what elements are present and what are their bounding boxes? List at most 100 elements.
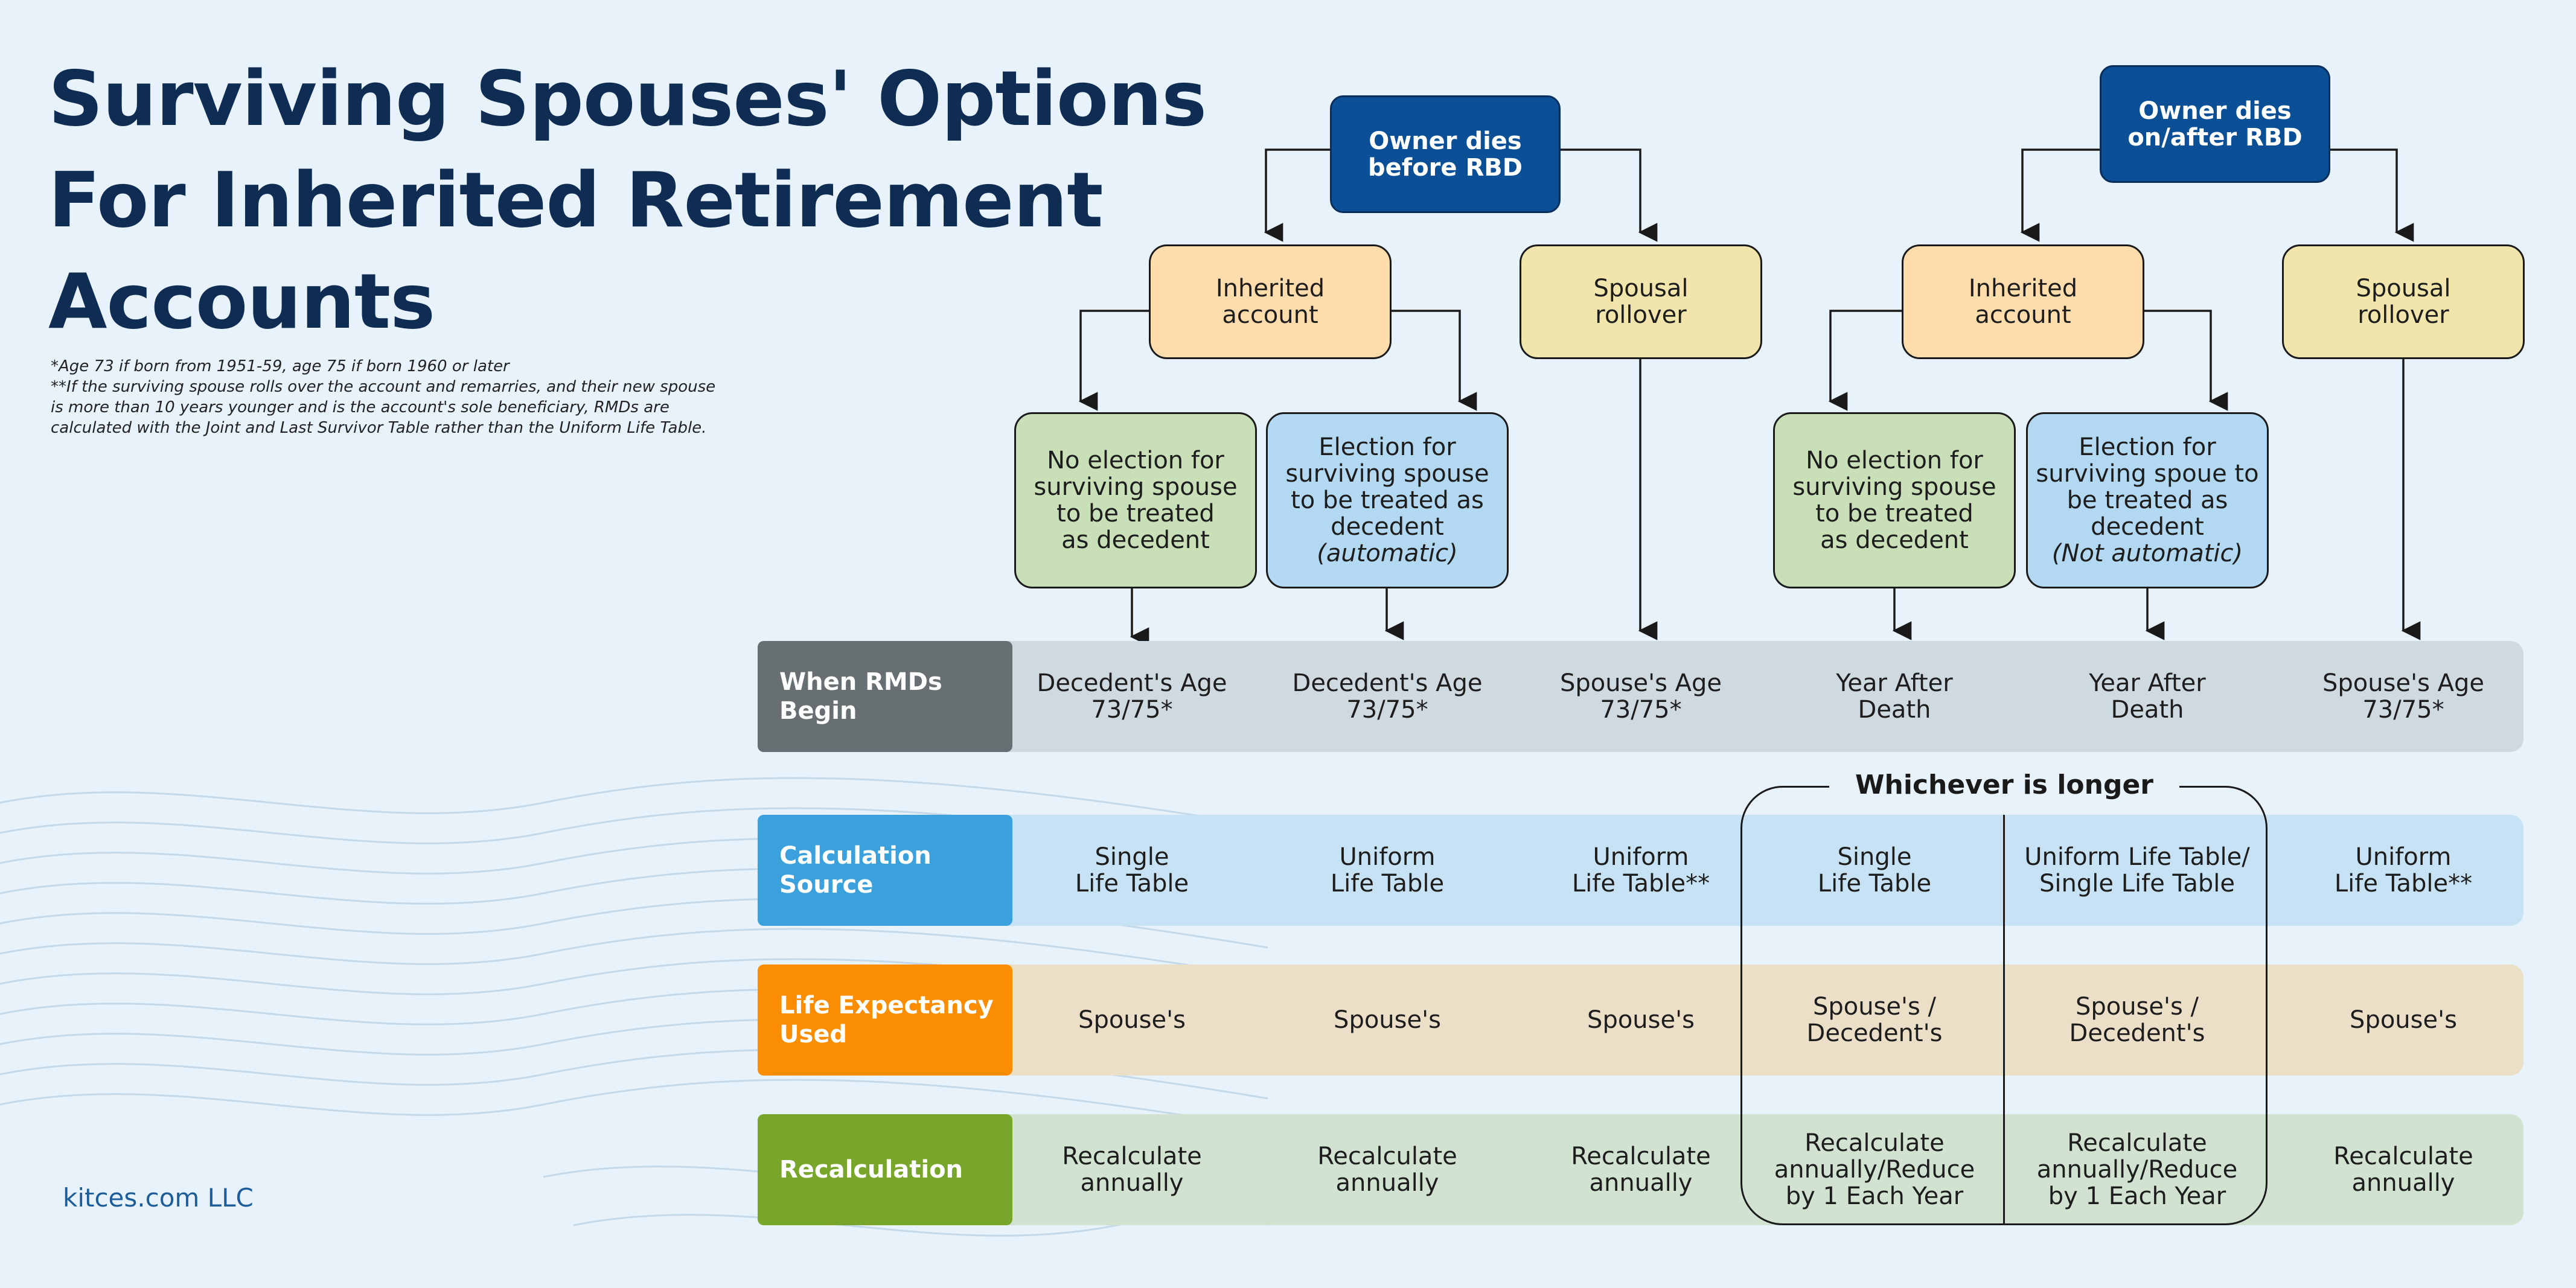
inherited-account-after-node: Inherited account [1902, 244, 2144, 359]
cell-line: Life Table** [1571, 870, 1710, 897]
row-label-line: Recalculation [779, 1156, 964, 1184]
row-label-line: Calculation [779, 842, 932, 870]
cell-line: by 1 Each Year [1785, 1182, 1964, 1210]
row-life-expectancy-used [758, 964, 2523, 1076]
cell-line: Spouse's Age [2322, 669, 2484, 697]
cell-calc-3: Uniform Life Table** [1520, 815, 1762, 926]
row-label-line: Life Expectancy [779, 992, 994, 1019]
cell-line: 73/75* [2362, 696, 2444, 724]
node-line: to be treated [1056, 500, 1215, 528]
node-line: as decedent [1061, 526, 1210, 554]
whichever-divider [2003, 815, 2005, 1225]
cell-line: Uniform [1593, 843, 1689, 871]
footnotes: *Age 73 if born from 1951-59, age 75 if … [51, 356, 823, 438]
cell-life-1: Spouse's [1014, 964, 1250, 1076]
cell-line: annually/Reduce [2036, 1156, 2238, 1184]
page-title: Surviving Spouses' Options For Inherited… [48, 48, 1207, 352]
cell-line: annually [1335, 1169, 1439, 1197]
owner-dies-after-rbd-node: Owner dies on/after RBD [2100, 65, 2330, 183]
node-line: surviving spouse [1034, 473, 1238, 501]
cell-life-2: Spouse's [1266, 964, 1509, 1076]
cell-when-5: Year After Death [2026, 641, 2269, 752]
node-line: surviving spoue to [2036, 460, 2259, 488]
row-label-recalculation: Recalculation [758, 1114, 1012, 1225]
cell-line: Recalculate [2333, 1143, 2473, 1170]
cell-line: annually [1080, 1169, 1184, 1197]
node-line: Owner dies [1369, 127, 1522, 155]
cell-line: Spouse's Age [1560, 669, 1722, 697]
cell-life-5: Spouse's / Decedent's [2007, 964, 2267, 1076]
node-line: decedent [2091, 513, 2204, 541]
cell-line: annually [2351, 1169, 2455, 1197]
cell-line: Single [1837, 843, 1912, 871]
node-line: Election for [1318, 433, 1456, 461]
cell-calc-1: Single Life Table [1014, 815, 1250, 926]
footnote-2: **If the surviving spouse rolls over the… [51, 378, 716, 396]
title-line-1: Surviving Spouses' Options [48, 54, 1207, 143]
node-line: surviving spouse [1285, 460, 1489, 488]
cell-line: Decedent's Age [1292, 669, 1483, 697]
row-when-rmds-begin [758, 641, 2523, 752]
cell-life-4: Spouse's / Decedent's [1751, 964, 1998, 1076]
whichever-longer-label: Whichever is longer [1829, 767, 2179, 804]
node-line: on/after RBD [2127, 123, 2303, 151]
cell-line: Life Table** [2334, 870, 2473, 897]
node-line: account [1975, 301, 2071, 329]
cell-line: Recalculate [1571, 1143, 1711, 1170]
node-line: (Not automatic) [2051, 540, 2243, 567]
cell-line: Spouse's [1078, 1006, 1186, 1034]
cell-line: Single [1095, 843, 1169, 871]
cell-calc-2: Uniform Life Table [1266, 815, 1509, 926]
cell-line: Decedent's [2069, 1019, 2205, 1047]
no-election-after-node: No election for surviving spouse to be t… [1773, 412, 2016, 588]
cell-line: Year After [1836, 669, 1953, 697]
cell-line: Life Table [1817, 870, 1932, 897]
cell-line: Uniform [2355, 843, 2452, 871]
cell-line: Life Table [1330, 870, 1445, 897]
cell-line: Death [1858, 696, 1931, 724]
row-label-calculation-source: Calculation Source [758, 815, 1012, 926]
cell-line: Uniform [1339, 843, 1436, 871]
cell-line: Spouse's [1587, 1006, 1695, 1034]
row-label-line: Used [779, 1021, 848, 1048]
spousal-rollover-before-node: Spousal rollover [1520, 244, 1762, 359]
cell-line: Spouse's [2350, 1006, 2457, 1034]
node-line: be treated as [2066, 486, 2228, 514]
cell-when-4: Year After Death [1773, 641, 2016, 752]
node-line: decedent [1331, 513, 1444, 541]
cell-line: Death [2111, 696, 2184, 724]
election-after-node: Election for surviving spoue to be treat… [2026, 412, 2269, 588]
row-label-when-rmds-begin: When RMDs Begin [758, 641, 1012, 752]
cell-line: Uniform Life Table/ [2024, 843, 2250, 871]
cell-line: Decedent's [1806, 1019, 1943, 1047]
cell-line: Recalculate [1062, 1143, 1202, 1170]
node-line: rollover [2357, 301, 2449, 329]
row-label-line: Begin [779, 697, 857, 725]
cell-line: Year After [2089, 669, 2206, 697]
owner-dies-before-rbd-node: Owner dies before RBD [1330, 95, 1561, 213]
node-line: (automatic) [1317, 540, 1458, 567]
cell-when-6: Spouse's Age 73/75* [2282, 641, 2525, 752]
node-line: Inherited [1215, 275, 1325, 302]
cell-line: Recalculate [2067, 1129, 2207, 1157]
cell-calc-5: Uniform Life Table/ Single Life Table [2007, 815, 2267, 926]
node-line: Spousal [1593, 275, 1689, 302]
cell-when-3: Spouse's Age 73/75* [1520, 641, 1762, 752]
row-calculation-source [758, 815, 2523, 926]
cell-life-3: Spouse's [1520, 964, 1762, 1076]
cell-recalc-2: Recalculate annually [1266, 1114, 1509, 1225]
cell-line: annually [1589, 1169, 1693, 1197]
node-line: rollover [1595, 301, 1687, 329]
cell-line: Spouse's / [1812, 993, 1937, 1021]
cell-recalc-5: Recalculate annually/Reduce by 1 Each Ye… [2007, 1114, 2267, 1225]
row-label-line: When RMDs [779, 668, 942, 696]
node-line: Owner dies [2138, 97, 2292, 125]
inherited-account-before-node: Inherited account [1149, 244, 1392, 359]
cell-line: Life Table [1075, 870, 1189, 897]
row-label-line: Source [779, 871, 874, 899]
footnote-4: calculated with the Joint and Last Survi… [51, 419, 707, 437]
no-election-before-node: No election for surviving spouse to be t… [1014, 412, 1257, 588]
node-line: as decedent [1820, 526, 1969, 554]
node-line: to be treated as [1291, 486, 1484, 514]
